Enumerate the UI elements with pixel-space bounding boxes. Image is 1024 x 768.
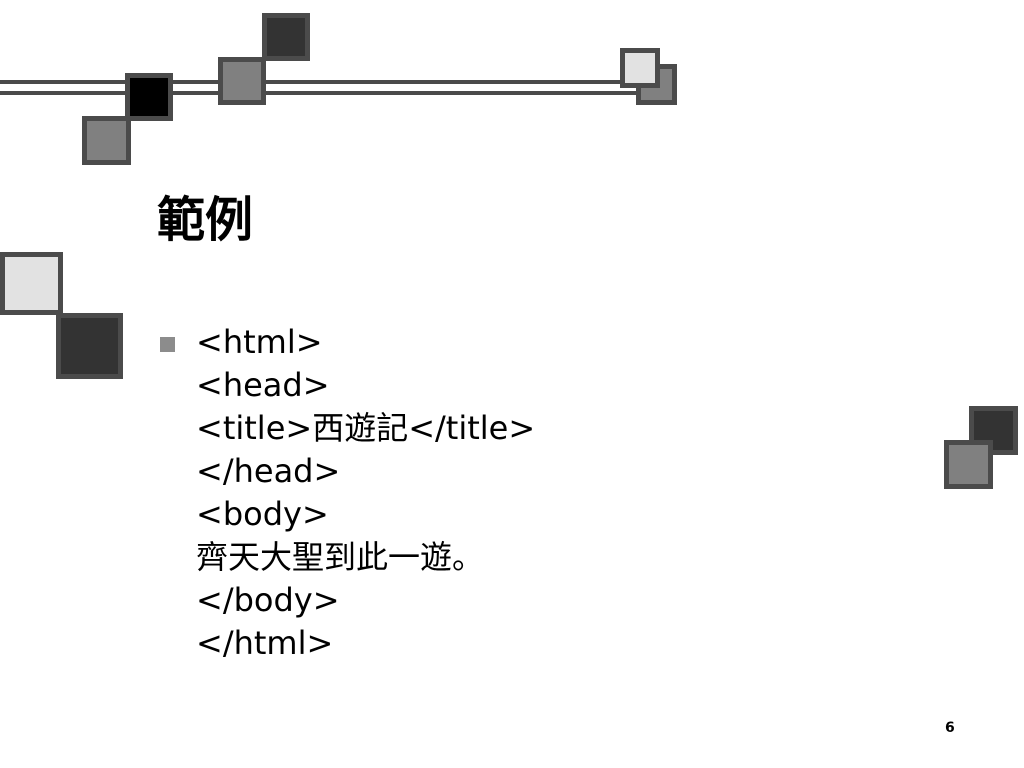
code-listing: <html> <head> <title>西遊記</title> </head>… bbox=[196, 321, 535, 665]
code-line: 齊天大聖到此一遊。 bbox=[196, 538, 485, 576]
bullet-square-icon bbox=[160, 337, 175, 352]
decor-square-icon bbox=[218, 57, 266, 105]
decor-square-icon bbox=[944, 440, 993, 489]
decor-square-icon bbox=[620, 48, 660, 88]
decor-square-icon bbox=[56, 313, 123, 379]
code-line: <html> bbox=[196, 323, 323, 361]
code-line: </head> bbox=[196, 452, 341, 490]
code-line: </body> bbox=[196, 581, 340, 619]
code-line: </html> bbox=[196, 624, 334, 662]
decor-square-icon bbox=[262, 13, 310, 61]
decor-square-icon bbox=[0, 252, 63, 315]
code-line: <body> bbox=[196, 495, 329, 533]
code-line: <title>西遊記</title> bbox=[196, 409, 536, 447]
decor-square-icon bbox=[125, 73, 173, 121]
page-number: 6 bbox=[945, 720, 955, 736]
code-line: <head> bbox=[196, 366, 330, 404]
decor-line-bottom bbox=[0, 91, 660, 95]
decor-line-top bbox=[0, 80, 660, 84]
slide-title: 範例 bbox=[157, 192, 254, 248]
decor-square-icon bbox=[82, 116, 131, 165]
